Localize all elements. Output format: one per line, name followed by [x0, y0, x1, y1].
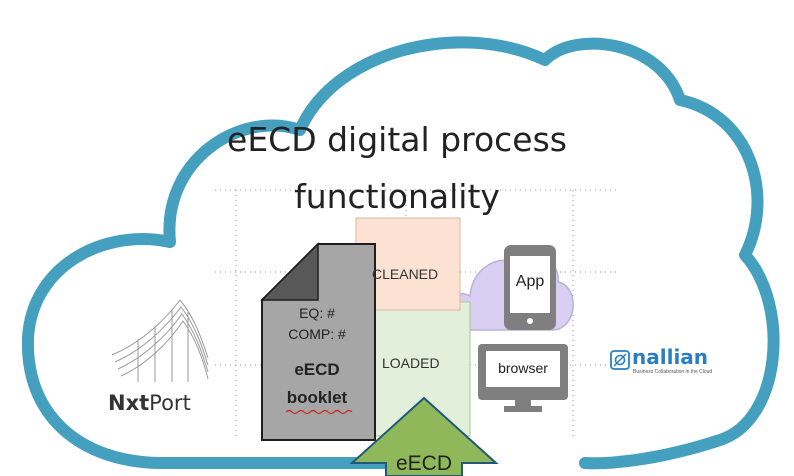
- browser-label: browser: [498, 360, 548, 376]
- nallian-wordmark: nallian: [632, 345, 709, 369]
- cleaned-label: CLEANED: [372, 266, 439, 282]
- booklet-name-line2: booklet: [286, 388, 348, 407]
- app-label: App: [515, 273, 545, 290]
- cloud-outline: [21, 36, 780, 470]
- diagram-title-line2: functionality: [294, 177, 500, 216]
- nxtport-logo-mark: [111, 299, 209, 382]
- booklet-name-line1: eECD: [294, 360, 340, 379]
- monitor-stand: [504, 406, 542, 412]
- nxtport-wordmark-regular: Port: [149, 391, 191, 415]
- booklet-comp: COMP: #: [288, 326, 346, 342]
- mobile-device-screen: [510, 256, 550, 313]
- cleaned-document: [355, 217, 461, 311]
- upload-arrow: [349, 396, 499, 476]
- mobile-home-button: [527, 318, 533, 324]
- arrow-label: eECD: [395, 452, 453, 475]
- monitor-screen: [486, 351, 560, 387]
- loaded-label: LOADED: [382, 355, 440, 371]
- monitor-neck: [515, 400, 531, 407]
- booklet-spellcheck-underline: [285, 409, 353, 415]
- booklet-eq: EQ: #: [299, 305, 335, 321]
- booklet-fold: [260, 242, 319, 301]
- nallian-logo-mark: [610, 350, 630, 370]
- diagram-title-line1: eECD digital process: [227, 120, 567, 159]
- nxtport-wordmark-bold: Nxt: [108, 391, 150, 415]
- nxtport-wordmark: NxtPort: [108, 391, 191, 415]
- nallian-tagline: Business Collaboration in the Cloud: [633, 369, 713, 375]
